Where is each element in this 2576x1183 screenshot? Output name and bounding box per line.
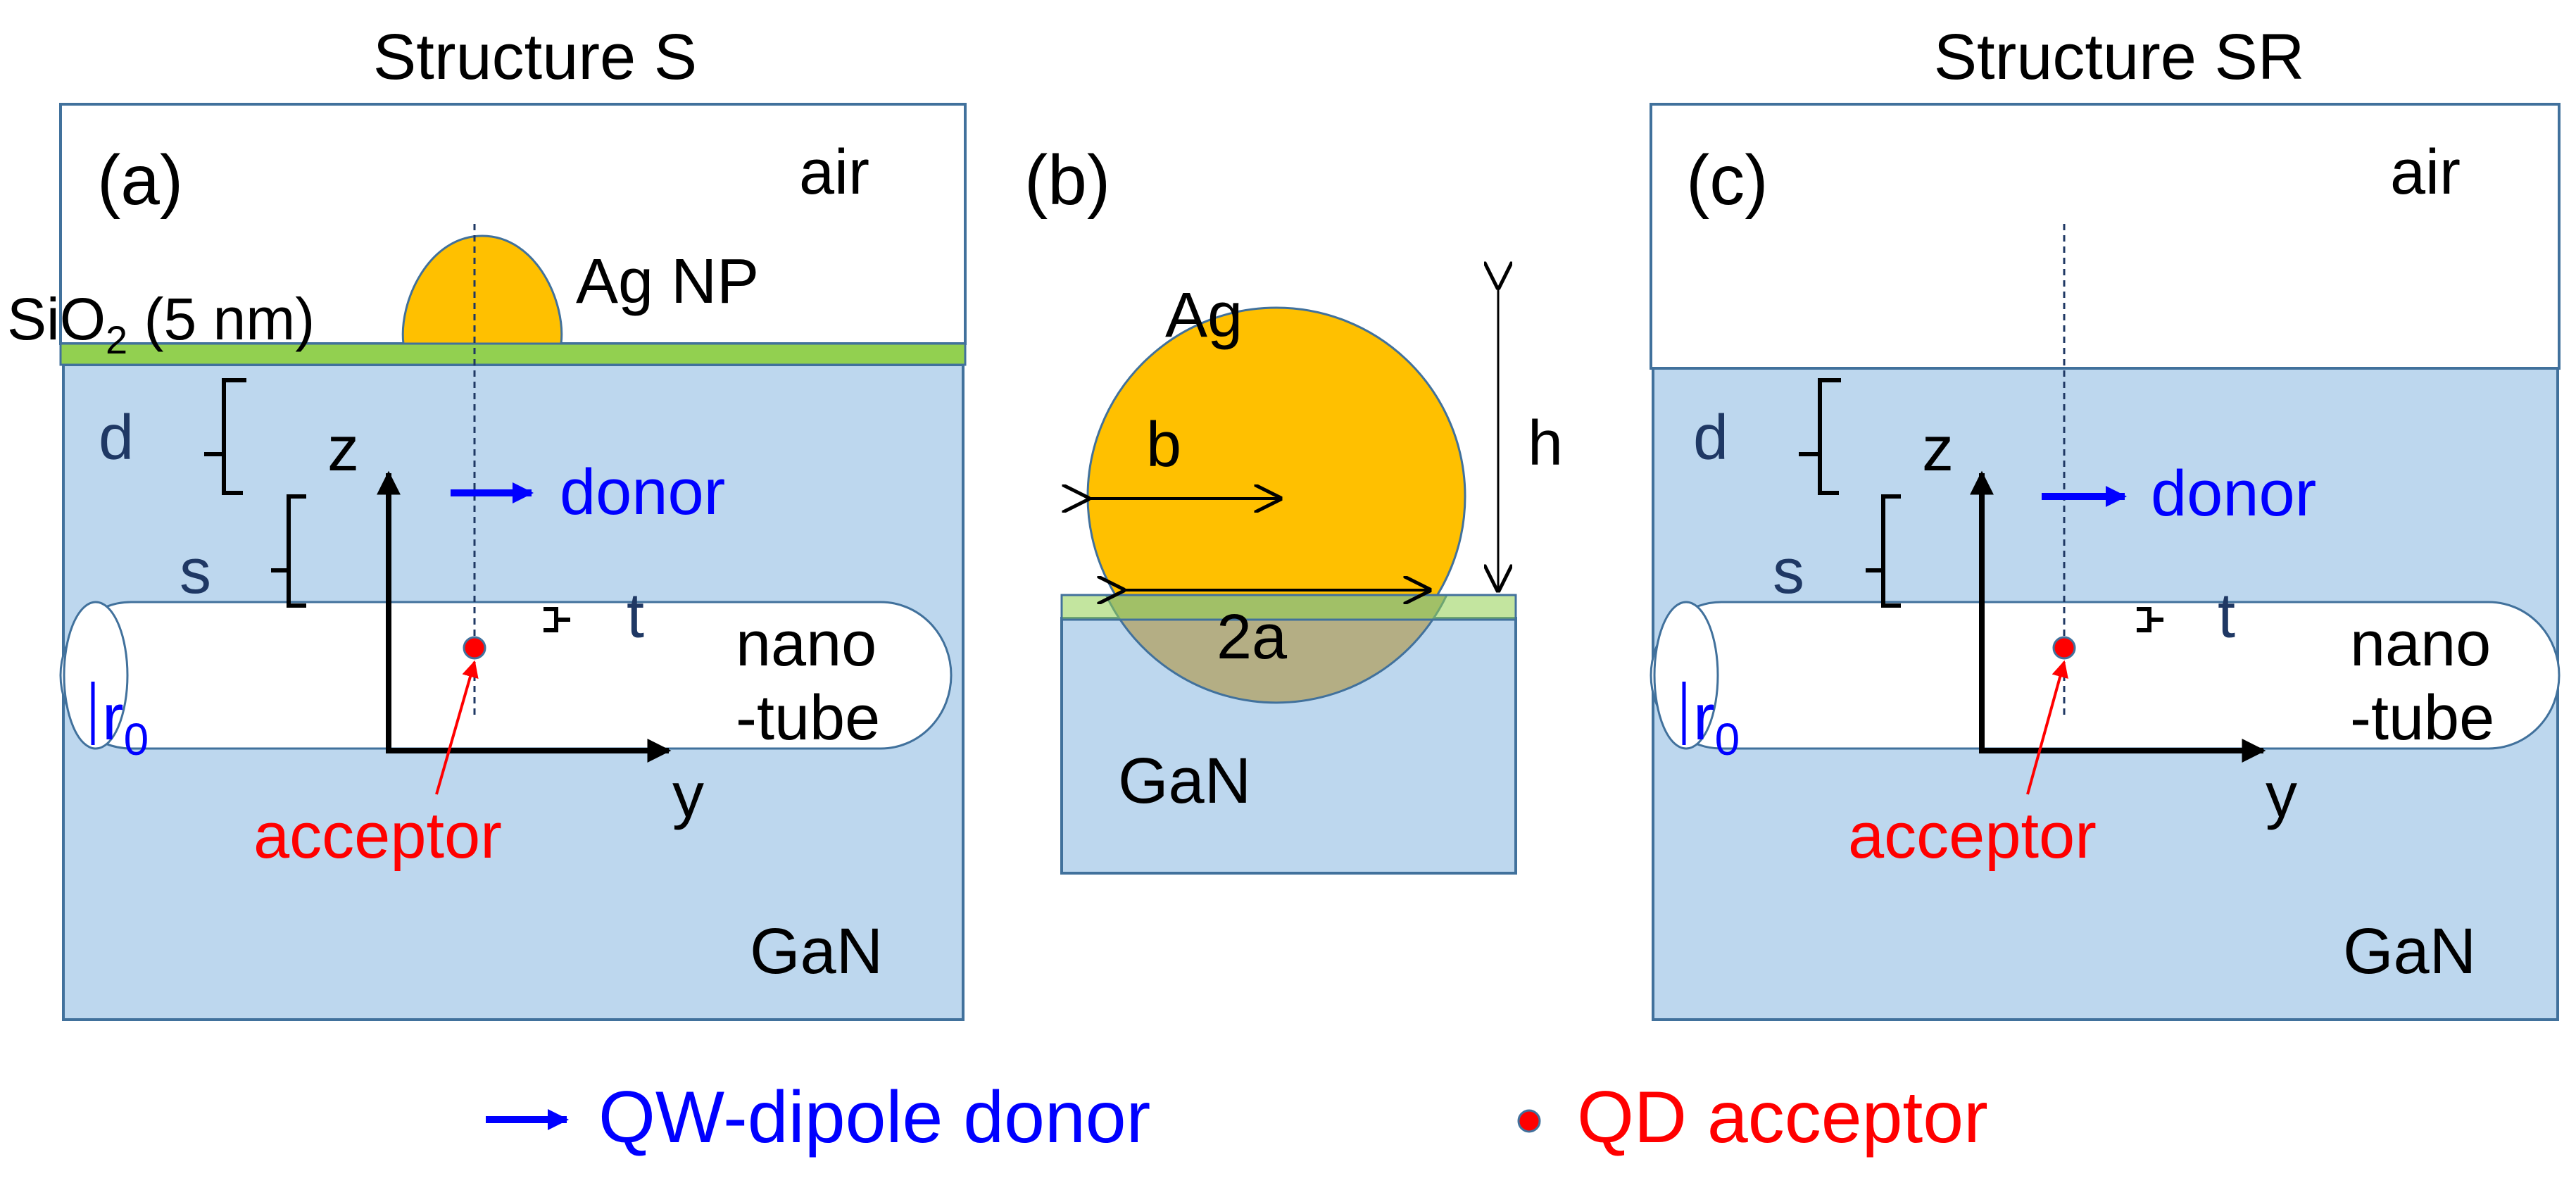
- panel-a-donor-label: donor: [560, 456, 725, 528]
- panel-c-y-label: y: [2266, 760, 2297, 831]
- panel-b-label: (b): [1024, 141, 1110, 220]
- panel-a-heading: Structure S: [373, 21, 697, 93]
- legend-acceptor-label: QD acceptor: [1577, 1077, 1988, 1158]
- panel-a-acceptor-label: acceptor: [253, 800, 502, 872]
- panel-a-tube-label-1: nano: [736, 609, 877, 680]
- panel-c-tube-label-2: -tube: [2350, 683, 2494, 753]
- panel-c-z-label: z: [1922, 414, 1954, 484]
- panel-c-heading: Structure SR: [1934, 21, 2305, 93]
- panel-a-np-label: Ag NP: [576, 246, 759, 317]
- panel-c-d-brace: [1799, 378, 1841, 495]
- panel-c-nanotube-end: [1653, 601, 1719, 750]
- panel-a-s-brace: [271, 494, 306, 608]
- panel-a-t-brace: [544, 607, 570, 632]
- panel-a-t-label: t: [627, 581, 644, 651]
- panel-a-acceptor-dot-icon: [463, 636, 486, 660]
- panel-a-sio2-label: SiO2 (5 nm): [7, 286, 315, 362]
- panel-a-tube-label-2: -tube: [736, 683, 880, 753]
- panel-c-acceptor-dot-icon: [2052, 636, 2076, 660]
- panel-b-ag-label: Ag: [1165, 280, 1243, 351]
- panel-a: Structure S (a) air Ag NP SiO2 (5 nm) d …: [7, 21, 967, 1021]
- panel-a-r0-label: r0: [102, 682, 149, 765]
- legend-donor-label: QW-dipole donor: [598, 1077, 1150, 1158]
- panel-c-r0-label: r0: [1693, 682, 1740, 765]
- panel-c-tube-label-1: nano: [2350, 609, 2491, 680]
- panel-b-sio2-layer: [1060, 594, 1517, 621]
- panel-a-y-label: y: [672, 760, 704, 831]
- panel-a-air-label: air: [799, 137, 869, 208]
- panel-c-acceptor-label: acceptor: [1848, 800, 2097, 872]
- panel-a-d-label: d: [99, 403, 134, 473]
- panel-b-b-label: b: [1146, 410, 1181, 480]
- panel-a-z-label: z: [327, 414, 359, 484]
- panel-c-d-label: d: [1693, 403, 1728, 473]
- panel-c-label: (c): [1686, 141, 1768, 220]
- panel-a-ag-nanoparticle: [401, 234, 563, 345]
- panel-a-gan-label: GaN: [750, 915, 883, 987]
- panel-c-gan-label: GaN: [2343, 915, 2476, 987]
- legend: QW-dipole donor QD acceptor: [486, 1077, 1988, 1158]
- panel-c-acceptor-arrow-icon: [2026, 660, 2068, 795]
- panel-a-label: (a): [97, 141, 183, 220]
- panel-c-s-brace: [1866, 494, 1901, 608]
- panel-c-donor-label: donor: [2151, 458, 2316, 530]
- panel-c-t-label: t: [2218, 581, 2235, 651]
- panel-a-nanotube-end: [63, 601, 129, 750]
- panel-a-acceptor-arrow-icon: [435, 660, 479, 795]
- panel-c-air-region: [1650, 103, 2561, 370]
- panel-c: Structure SR (c) air d s t z y donor acc…: [1650, 21, 2561, 1021]
- panel-a-d-brace: [204, 378, 246, 495]
- panel-c-s-label: s: [1773, 537, 1804, 607]
- panel-b-sphere-embedded-part: [1104, 594, 1449, 704]
- panel-b-h-label: h: [1528, 408, 1563, 479]
- panel-b-2a-label: 2a: [1217, 602, 1288, 672]
- legend-acceptor-dot-icon: [1517, 1109, 1541, 1133]
- panel-b-gan-label: GaN: [1118, 745, 1251, 817]
- panel-a-s-label: s: [180, 537, 211, 607]
- panel-c-air-label: air: [2390, 137, 2461, 208]
- panel-c-t-brace: [2137, 607, 2163, 632]
- panel-b: (b) Ag b h 2a GaN: [1024, 141, 1563, 875]
